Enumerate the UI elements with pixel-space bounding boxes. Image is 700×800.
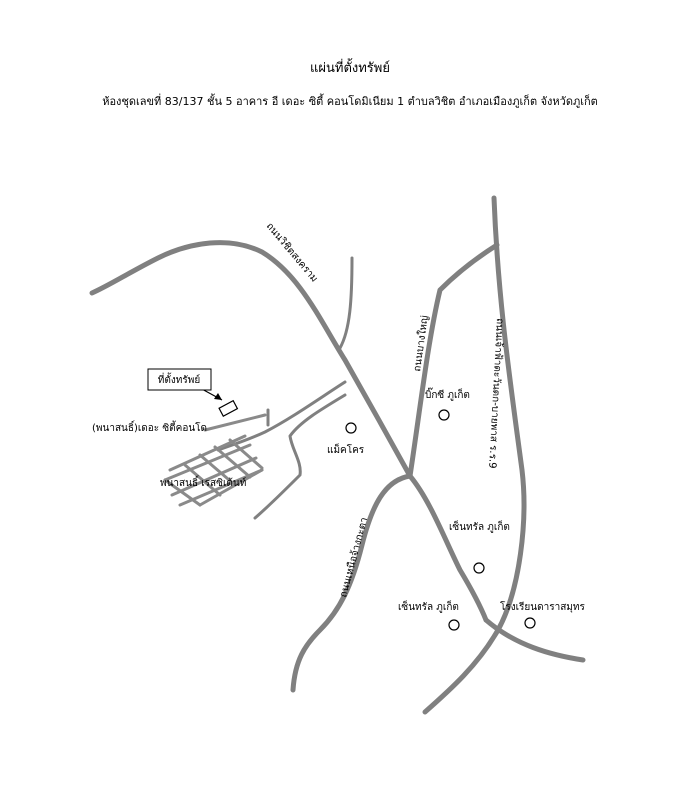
- property-marker: [218, 399, 239, 417]
- road-wichit-songkhram: [89, 240, 413, 479]
- map-title: แผ่นที่ตั้งทรัพย์: [310, 61, 390, 76]
- big-c-marker: [438, 409, 450, 421]
- road-bang-yai: [407, 242, 500, 479]
- map-subtitle: ห้องชุดเลขที่ 83/137 ชั้น 5 อาคาร อี เดอ…: [102, 95, 598, 108]
- big-c-label: บิ๊กซี ภูเก็ต: [425, 387, 470, 401]
- road-minor-north: [338, 256, 354, 350]
- school-label: โรงเรียนดาราสมุทร: [500, 600, 585, 613]
- makro-marker: [345, 422, 357, 434]
- school-marker: [524, 617, 536, 629]
- property-pointer-arrowhead: [214, 393, 222, 400]
- central-label-1: เซ็นทรัล ภูเก็ต: [449, 519, 510, 533]
- property-label-box: [147, 368, 212, 391]
- central-marker-1: [473, 562, 485, 574]
- chaofa-label: ถนนเจ้าฟ้าตะวันตก-บายพาส ร.ร.9: [486, 318, 506, 469]
- road-chaofa-bypass: [422, 195, 527, 715]
- residence-label: พนาสนธิ์ เรสซิเด้นท์: [160, 475, 246, 489]
- nuea-chang-kata-label: ถนนเหนือจ้างกะตา: [337, 516, 370, 599]
- makro-label: แม็คโคร: [327, 442, 365, 456]
- road-to-southeast: [483, 617, 586, 663]
- road-side-lower: [253, 393, 347, 520]
- road-sakdidet: [407, 473, 489, 623]
- road-side-upper: [216, 380, 347, 452]
- road-nuea-chang-kata: [290, 473, 413, 693]
- residence-grid: [163, 413, 267, 507]
- property-label: ที่ตั้งทรัพย์: [158, 372, 200, 386]
- central-label-2: เซ็นทรัล ภูเก็ต: [398, 599, 459, 613]
- the-city-condo-label: (พนาสนธิ์)เดอะ ซิตี้คอนโด: [92, 420, 207, 434]
- central-marker-2: [448, 619, 460, 631]
